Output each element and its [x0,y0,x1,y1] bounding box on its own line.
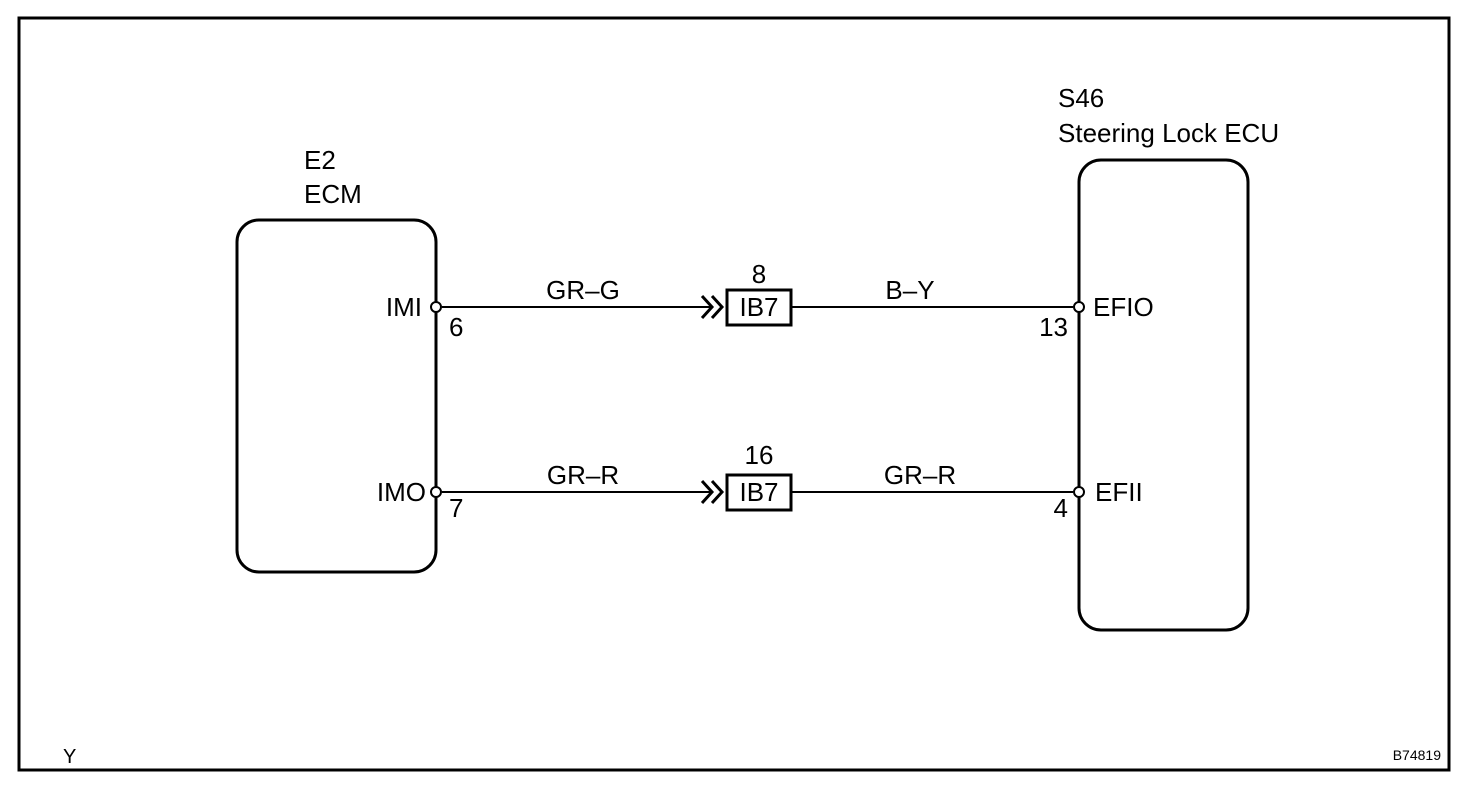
connector-upper-pin: 8 [752,259,766,289]
ecu-pin-efii-name: EFII [1095,477,1143,507]
ecu-pin-efio-number: 13 [1039,312,1068,342]
ecm-pin-imi-name: IMI [386,292,422,322]
circuit-lower: GR–R GR–R IB7 16 IMO 7 EFII 4 [377,440,1143,523]
ecm-pin-imi-terminal [430,301,442,313]
connector-chevron-upper-2 [710,294,725,320]
corner-label-left: Y [63,746,76,768]
diagram-frame [17,16,1451,772]
wire-color-upper-left: GR–G [546,275,620,305]
wire-color-lower-left: GR–R [547,460,619,490]
ecu-pin-efio-terminal [1073,301,1085,313]
ecm-box [235,218,438,574]
connector-lower-name: IB7 [739,477,778,507]
ecu-pin-efii-number: 4 [1054,493,1068,523]
connector-lower-box [725,473,793,512]
ecm-code: E2 [304,145,336,175]
ecu-pin-efio-name: EFIO [1093,292,1154,322]
corner-label-right: B74819 [1393,747,1441,763]
connector-chevron-upper-1 [700,294,715,320]
ecu-pin-efii-terminal [1073,486,1085,498]
connector-chevron-lower-1 [700,479,715,505]
ecm-name: ECM [304,179,362,209]
wire-color-lower-right: GR–R [884,460,956,490]
steering-lock-ecu-component: S46 Steering Lock ECU [1058,83,1279,632]
connector-upper-name: IB7 [739,292,778,322]
ecm-pin-imi-number: 6 [449,312,463,342]
wire-color-upper-right: B–Y [885,275,934,305]
ecm-pin-imo-number: 7 [449,493,463,523]
connector-chevron-lower-2 [710,479,725,505]
ecm-pin-imo-terminal [430,486,442,498]
steering-lock-ecu-box [1077,158,1250,632]
steering-lock-ecu-name: Steering Lock ECU [1058,118,1279,148]
circuit-upper: GR–G B–Y IB7 8 IMI 6 EFIO 13 [386,259,1154,342]
connector-upper-box [725,288,793,327]
steering-lock-ecu-code: S46 [1058,83,1104,113]
ecm-component: E2 ECM [235,145,438,574]
connector-lower-pin: 16 [745,440,774,470]
ecm-pin-imo-name: IMO [377,477,426,507]
